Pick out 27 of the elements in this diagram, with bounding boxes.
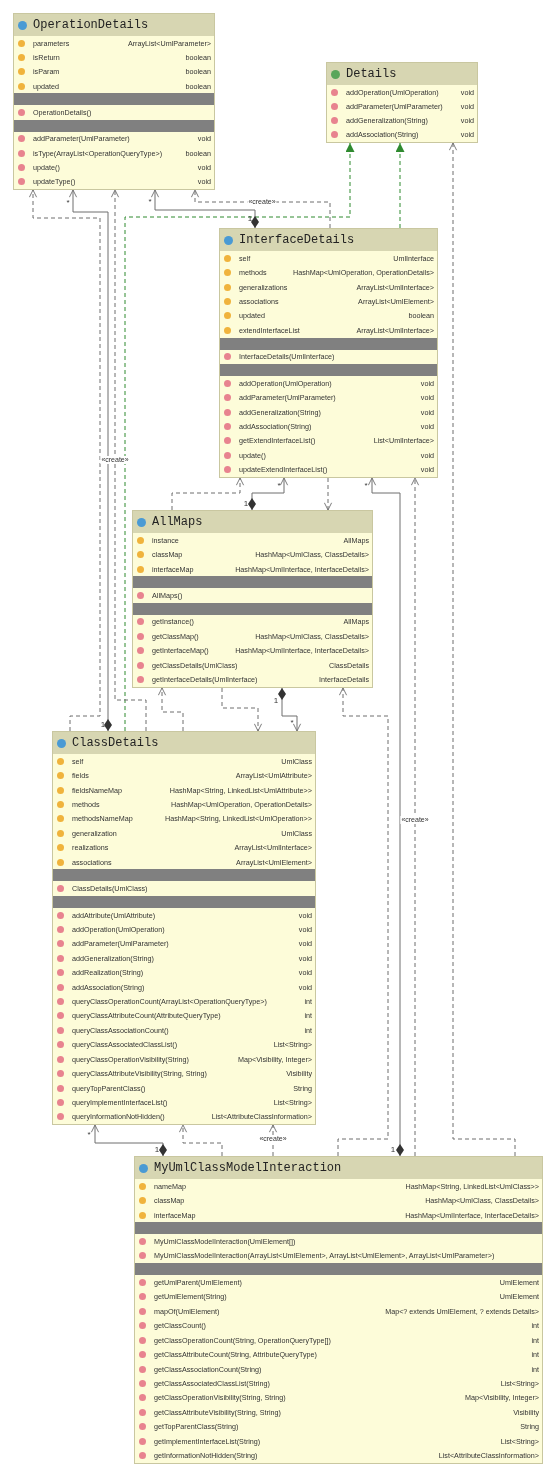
multiplicity-label: * [276,482,282,490]
multiplicity-label: * [363,482,369,490]
multiplicity-label: * [65,199,71,207]
multiplicity-label: 1 [242,500,250,508]
multiplicity-label: * [86,1131,92,1139]
realization-arrow [395,142,405,229]
multiplicity-label: 1 [272,697,280,705]
class-name: OperationDetails [33,18,149,32]
class-name: ClassDetails [72,736,159,750]
class-box [134,1156,543,1464]
class-name: Details [346,67,397,81]
class-name: MyUmlClassModelInteraction [154,1161,342,1175]
class-name: InterfaceDetails [239,233,355,247]
class-box [219,228,438,478]
realization-arrow [124,142,355,732]
multiplicity-label: * [147,198,153,206]
multiplicity-label: 1 [246,215,254,223]
class-box [326,62,478,143]
multiplicity-label: 1 [153,1146,161,1154]
multiplicity-label: 1 [389,1146,397,1154]
class-box [13,13,215,190]
dependency-arrow [337,687,389,1157]
class-name: AllMaps [152,515,203,529]
multiplicity-label: * [289,719,295,727]
class-box [132,510,373,688]
multiplicity-label: 1 [99,721,107,729]
class-box [52,731,316,1125]
